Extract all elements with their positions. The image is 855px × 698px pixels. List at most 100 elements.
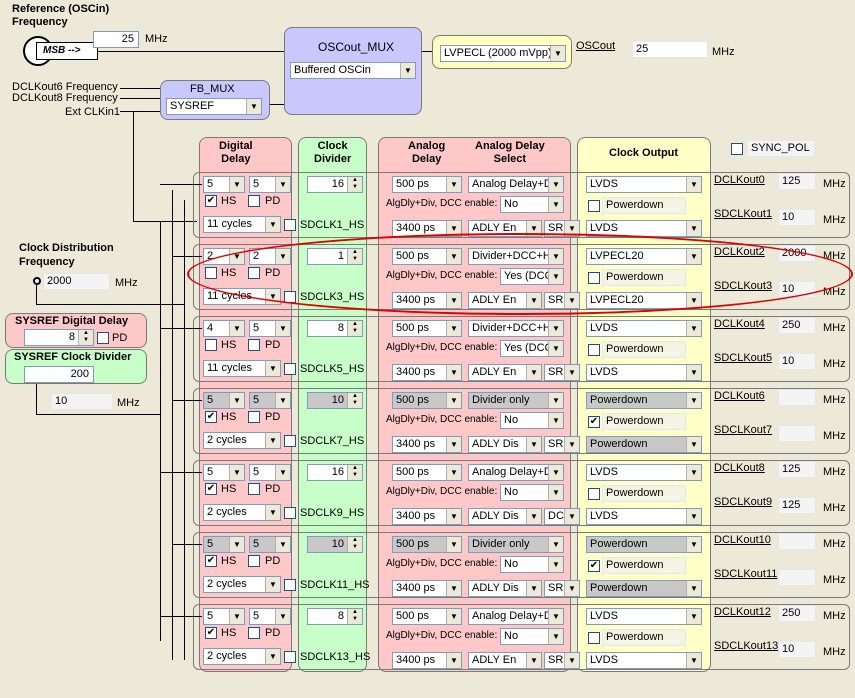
powerdown-checkbox[interactable] — [588, 488, 600, 500]
hs-checkbox[interactable]: ✔ — [205, 195, 217, 207]
powerdown-checkbox[interactable]: ✔ — [588, 560, 600, 572]
analog-delay-select[interactable]: 500 ps▼ — [392, 464, 462, 481]
sysref-div-input[interactable]: 200 — [24, 366, 94, 383]
sdclk-delay-select[interactable]: 3400 ps▼ — [392, 436, 462, 453]
sysref-cycles-select[interactable]: 11 cycles▼ — [203, 360, 281, 377]
sdclk-delay-select[interactable]: 3400 ps▼ — [392, 508, 462, 525]
hs-checkbox[interactable]: ✔ — [205, 411, 217, 423]
analog-delay-mode-select[interactable]: Divider only▼ — [468, 536, 564, 553]
digital-delay-low-select[interactable]: 5▼ — [249, 608, 291, 625]
digital-delay-high-select[interactable]: 5▼ — [203, 608, 245, 625]
sysref-cycles-select[interactable]: 2 cycles▼ — [203, 576, 281, 593]
analog-delay-select[interactable]: 500 ps▼ — [392, 320, 462, 337]
digital-delay-high-select[interactable]: 5▼ — [203, 392, 245, 409]
digital-delay-low-select[interactable]: 5▼ — [249, 392, 291, 409]
sysref-dd-spinner[interactable]: 8▲▼ — [24, 329, 94, 346]
digital-delay-low-select[interactable]: 5▼ — [249, 320, 291, 337]
pd-checkbox[interactable] — [248, 411, 260, 423]
pd-checkbox[interactable] — [248, 339, 260, 351]
powerdown-checkbox[interactable] — [588, 632, 600, 644]
digital-delay-low-select[interactable]: 5▼ — [249, 176, 291, 193]
dcc-enable-select[interactable]: No▼ — [500, 484, 564, 501]
sdclk-delay-select[interactable]: 3400 ps▼ — [392, 652, 462, 669]
dcc-enable-select[interactable]: No▼ — [500, 196, 564, 213]
adly-select[interactable]: ADLY En▼ — [468, 364, 542, 381]
powerdown-checkbox[interactable] — [588, 344, 600, 356]
sdclk-hs-checkbox[interactable] — [284, 435, 296, 447]
sdclk-format-select[interactable]: LVDS▼ — [586, 652, 702, 669]
sdclk-delay-select[interactable]: 3400 ps▼ — [392, 220, 462, 237]
analog-delay-mode-select[interactable]: Analog Delay+D▼ — [468, 464, 564, 481]
clock-divider-spinner[interactable]: 8▲▼ — [307, 608, 363, 625]
digital-delay-low-select[interactable]: 5▼ — [249, 464, 291, 481]
pd-checkbox[interactable] — [248, 483, 260, 495]
analog-delay-mode-select[interactable]: Divider+DCC+H▼ — [468, 320, 564, 337]
analog-delay-mode-select[interactable]: Divider only▼ — [468, 392, 564, 409]
sync-pol-checkbox[interactable] — [731, 143, 743, 155]
sdclk-format-select[interactable]: LVDS▼ — [586, 364, 702, 381]
analog-delay-select[interactable]: 500 ps▼ — [392, 176, 462, 193]
sysref-cycles-select[interactable]: 11 cycles▼ — [203, 216, 281, 233]
clock-divider-spinner[interactable]: 10▲▼ — [307, 392, 363, 409]
sdclk-hs-checkbox[interactable] — [284, 651, 296, 663]
sr-select[interactable]: SR▼ — [544, 580, 580, 597]
dcc-enable-select[interactable]: No▼ — [500, 412, 564, 429]
digital-delay-low-select[interactable]: 5▼ — [249, 536, 291, 553]
pd-checkbox[interactable] — [248, 627, 260, 639]
fb-mux-select[interactable]: SYSREF▼ — [166, 98, 262, 115]
dclk-format-select[interactable]: LVDS▼ — [586, 464, 702, 481]
digital-delay-high-select[interactable]: 5▼ — [203, 536, 245, 553]
clock-divider-spinner[interactable]: 16▲▼ — [307, 464, 363, 481]
dclk-format-select[interactable]: LVDS▼ — [586, 608, 702, 625]
adly-select[interactable]: ADLY En▼ — [468, 652, 542, 669]
hs-checkbox[interactable]: ✔ — [205, 483, 217, 495]
sysref-cycles-select[interactable]: 2 cycles▼ — [203, 432, 281, 449]
analog-delay-mode-select[interactable]: Analog Delay+D▼ — [468, 176, 564, 193]
clock-divider-spinner[interactable]: 8▲▼ — [307, 320, 363, 337]
adly-select[interactable]: ADLY Dis▼ — [468, 508, 542, 525]
dcc-enable-select[interactable]: Yes (DCC▼ — [500, 340, 564, 357]
sdclk-hs-checkbox[interactable] — [284, 363, 296, 375]
sdclk-delay-select[interactable]: 3400 ps▼ — [392, 580, 462, 597]
hs-checkbox[interactable] — [205, 339, 217, 351]
dcc-enable-select[interactable]: No▼ — [500, 628, 564, 645]
sysref-cycles-select[interactable]: 2 cycles▼ — [203, 648, 281, 665]
sr-select[interactable]: DC▼ — [544, 508, 580, 525]
sysref-cycles-select[interactable]: 2 cycles▼ — [203, 504, 281, 521]
sdclk-format-select[interactable]: Powerdown▼ — [586, 580, 702, 597]
powerdown-checkbox[interactable] — [588, 200, 600, 212]
sdclk-format-select[interactable]: LVDS▼ — [586, 508, 702, 525]
dclk-format-select[interactable]: LVDS▼ — [586, 320, 702, 337]
sysref-dd-pd-checkbox[interactable] — [97, 332, 109, 344]
pd-checkbox[interactable] — [248, 555, 260, 567]
analog-delay-select[interactable]: 500 ps▼ — [392, 536, 462, 553]
sdclk-delay-select[interactable]: 3400 ps▼ — [392, 364, 462, 381]
adly-select[interactable]: ADLY Dis▼ — [468, 580, 542, 597]
dclk-format-select[interactable]: Powerdown▼ — [586, 392, 702, 409]
pd-checkbox[interactable] — [248, 195, 260, 207]
dclk-format-select[interactable]: Powerdown▼ — [586, 536, 702, 553]
clock-divider-spinner[interactable]: 10▲▼ — [307, 536, 363, 553]
adly-select[interactable]: ADLY Dis▼ — [468, 436, 542, 453]
dclk-format-select[interactable]: LVDS▼ — [586, 176, 702, 193]
digital-delay-high-select[interactable]: 5▼ — [203, 176, 245, 193]
dcc-enable-select[interactable]: No▼ — [500, 556, 564, 573]
analog-delay-mode-select[interactable]: Analog Delay+D▼ — [468, 608, 564, 625]
analog-delay-select[interactable]: 500 ps▼ — [392, 392, 462, 409]
oscout-format-select[interactable]: LVPECL (2000 mVpp)▼ — [440, 45, 566, 62]
sdclk-hs-checkbox[interactable] — [284, 507, 296, 519]
analog-delay-select[interactable]: 500 ps▼ — [392, 608, 462, 625]
hs-checkbox[interactable]: ✔ — [205, 627, 217, 639]
sdclk-hs-checkbox[interactable] — [284, 219, 296, 231]
oscout-mux-select[interactable]: Buffered OSCin▼ — [290, 62, 416, 79]
digital-delay-high-select[interactable]: 5▼ — [203, 464, 245, 481]
digital-delay-high-select[interactable]: 4▼ — [203, 320, 245, 337]
sr-select[interactable]: SR▼ — [544, 436, 580, 453]
powerdown-checkbox[interactable]: ✔ — [588, 416, 600, 428]
hs-checkbox[interactable]: ✔ — [205, 555, 217, 567]
sdclk-hs-checkbox[interactable] — [284, 579, 296, 591]
sr-select[interactable]: SR▼ — [544, 652, 580, 669]
ref-frequency-input[interactable]: 25 — [93, 31, 139, 48]
sr-select[interactable]: SR▼ — [544, 364, 580, 381]
clock-divider-spinner[interactable]: 16▲▼ — [307, 176, 363, 193]
